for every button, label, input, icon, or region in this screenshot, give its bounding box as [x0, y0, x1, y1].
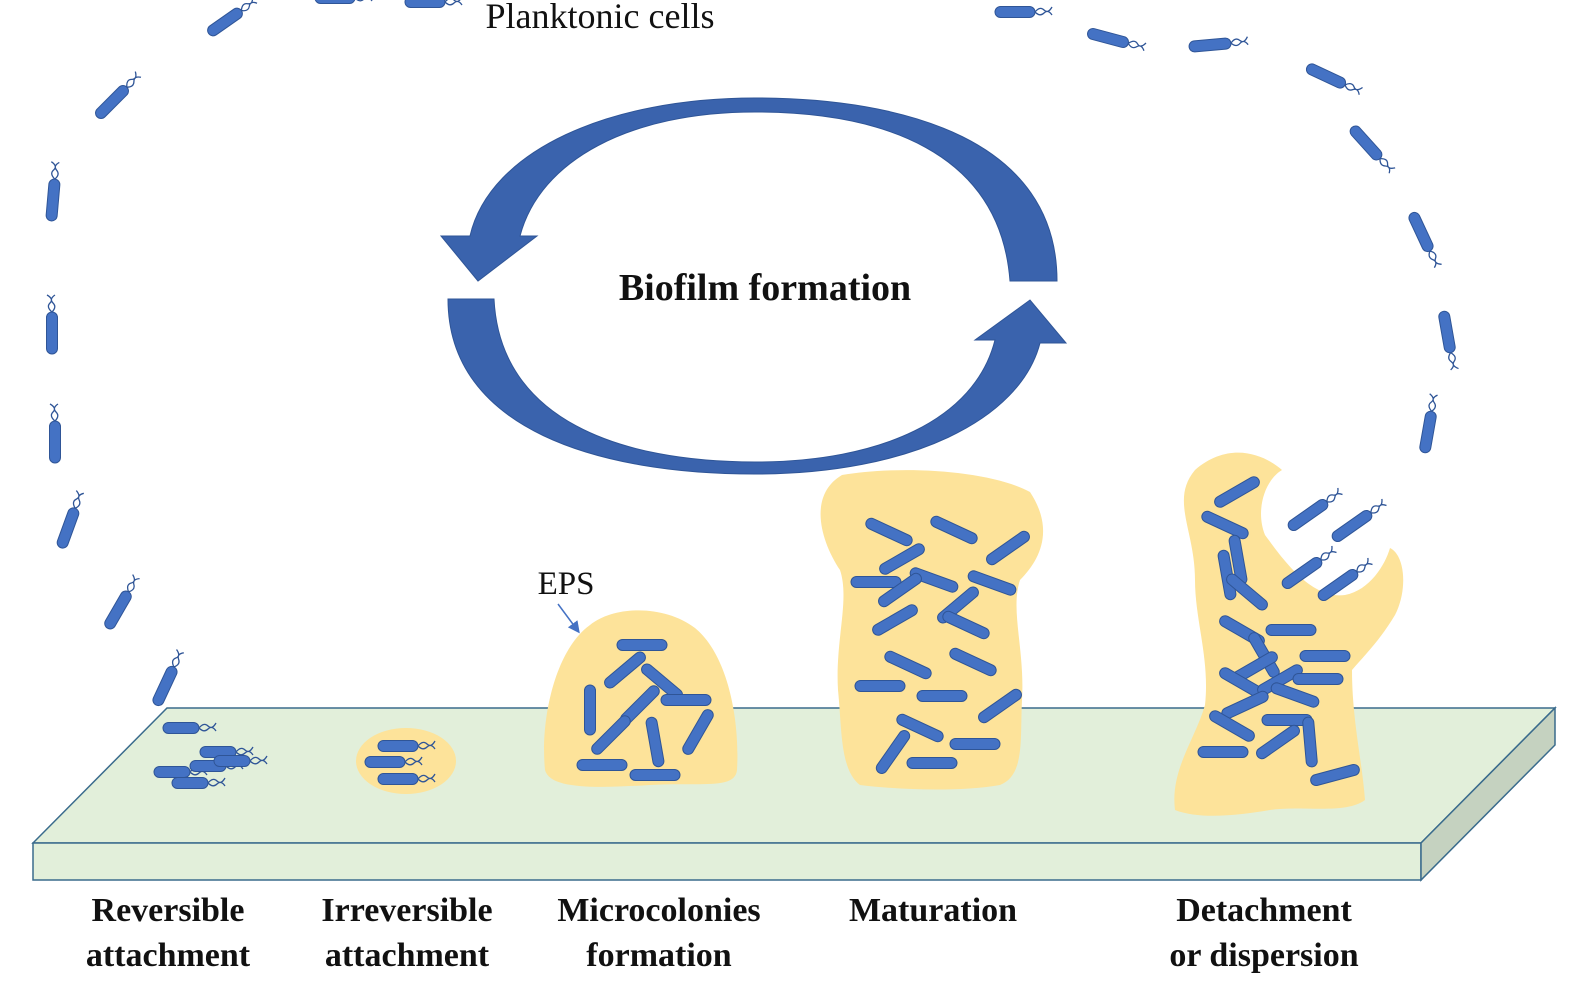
planktonic-bacterium: [994, 6, 1053, 18]
matrix-bacterium: [949, 647, 997, 677]
colony-bacterium: [629, 769, 681, 781]
matrix-bacterium: [875, 730, 911, 774]
matrix-bacterium: [978, 688, 1022, 724]
matrix-bacterium: [1201, 510, 1249, 540]
detaching-bacterium: [1281, 545, 1337, 590]
planktonic-bacterium: [1188, 36, 1249, 53]
cycle-arrows: [439, 97, 1068, 475]
colony-bacterium: [591, 715, 631, 755]
attached-bacterium: [364, 756, 423, 768]
stage-label-line2: formation: [586, 937, 732, 974]
stage-label-maturation: Maturation: [849, 892, 1017, 929]
colony-bacterium: [576, 759, 628, 771]
colony-bacterium: [584, 684, 596, 736]
planktonic-bacterium: [104, 574, 140, 630]
matrix-bacterium: [1209, 710, 1255, 742]
matrix-bacterium: [909, 567, 959, 593]
stage-label-line1: Detachment: [1176, 892, 1352, 929]
matrix-bacterium: [1265, 624, 1317, 636]
planktonic-bacterium: [1305, 63, 1363, 95]
planktonic-bacterium: [314, 0, 373, 4]
matrix-bacterium: [916, 690, 968, 702]
planktonic-bacterium: [1419, 393, 1438, 454]
detaching-bacterium: [1317, 557, 1373, 602]
stage-label-detachment: Detachment or dispersion: [1169, 892, 1358, 974]
planktonic-bacterium: [1349, 125, 1396, 174]
colony-bacterium: [604, 651, 646, 689]
matrix-bacterium: [906, 757, 958, 769]
planktonic-bacterium: [46, 294, 58, 355]
colony-bacterium: [660, 694, 712, 706]
matrix-bacterium: [1226, 573, 1268, 611]
stage-label-line1: Irreversible: [321, 892, 492, 929]
matrix-bacterium: [1197, 746, 1249, 758]
planktonic-bacterium: [56, 490, 84, 549]
stage-label-line1: Maturation: [849, 892, 1017, 929]
stage-label-microcolonies: Microcolonies formation: [557, 892, 760, 974]
matrix-bacterium: [942, 610, 990, 640]
matrix-bacterium: [1270, 682, 1320, 708]
matrix-bacterium: [1256, 724, 1300, 760]
attached-bacterium: [171, 777, 226, 789]
surface-front: [32, 842, 1422, 881]
planktonic-bacterium: [45, 161, 61, 222]
colony-bacterium: [645, 716, 665, 768]
attached-bacterium: [213, 755, 268, 767]
planktonic-bacterium: [152, 649, 184, 707]
matrix-bacterium: [1299, 650, 1351, 662]
matrix-bacterium: [878, 572, 922, 608]
stage-labels: Reversible attachment Irreversible attac…: [86, 892, 1359, 974]
colony-bacterium: [616, 639, 668, 651]
matrix-bacterium: [850, 576, 902, 588]
attached-bacterium: [377, 773, 436, 785]
attached-bacterium: [377, 740, 436, 752]
attached-bacterium: [199, 746, 254, 758]
eps-pointer-arrow: [557, 603, 580, 634]
planktonic-label: Planktonic cells: [486, 0, 715, 36]
planktonic-bacterium: [49, 403, 61, 464]
stage-label-line1: Microcolonies: [557, 892, 760, 929]
planktonic-bacterium: [1408, 211, 1442, 269]
detaching-bacterium: [1287, 487, 1343, 532]
matrix-bacterium: [865, 517, 913, 547]
diagram-title: Biofilm formation: [619, 267, 911, 309]
planktonic-bacterium: [1438, 310, 1459, 371]
planktonic-bacterium: [1087, 27, 1147, 51]
matrix-bacterium: [1292, 673, 1344, 685]
matrix-bacterium: [884, 650, 932, 680]
matrix-bacterium: [949, 738, 1001, 750]
matrix-bacterium: [930, 515, 978, 545]
attached-bacterium: [162, 722, 217, 734]
stage-label-line2: attachment: [325, 937, 490, 974]
cycle-arrow-top: [439, 97, 1058, 282]
stage-label-line2: attachment: [86, 937, 251, 974]
stage-label-reversible: Reversible attachment: [86, 892, 251, 974]
planktonic-bacterium: [95, 71, 142, 119]
matrix-bacterium: [986, 530, 1030, 566]
planktonic-bacterium: [404, 0, 463, 8]
matrix-bacterium: [1302, 716, 1318, 768]
stage-label-line2: or dispersion: [1169, 937, 1358, 974]
matrix-bacterium: [1310, 763, 1360, 787]
planktonic-bacterium: [207, 0, 258, 37]
matrix-bacterium: [854, 680, 906, 692]
colony-bacterium: [682, 709, 714, 755]
surface-side: [1420, 706, 1556, 882]
bacteria-layer: [45, 0, 1459, 789]
cycle-arrow-bottom: [447, 298, 1068, 475]
matrix-bacterium: [967, 570, 1017, 596]
eps-label: EPS: [538, 566, 595, 602]
matrix-bacterium: [896, 713, 944, 743]
detaching-bacterium: [1331, 498, 1387, 543]
stage-label-irreversible: Irreversible attachment: [321, 892, 492, 974]
stage-label-line1: Reversible: [92, 892, 245, 929]
